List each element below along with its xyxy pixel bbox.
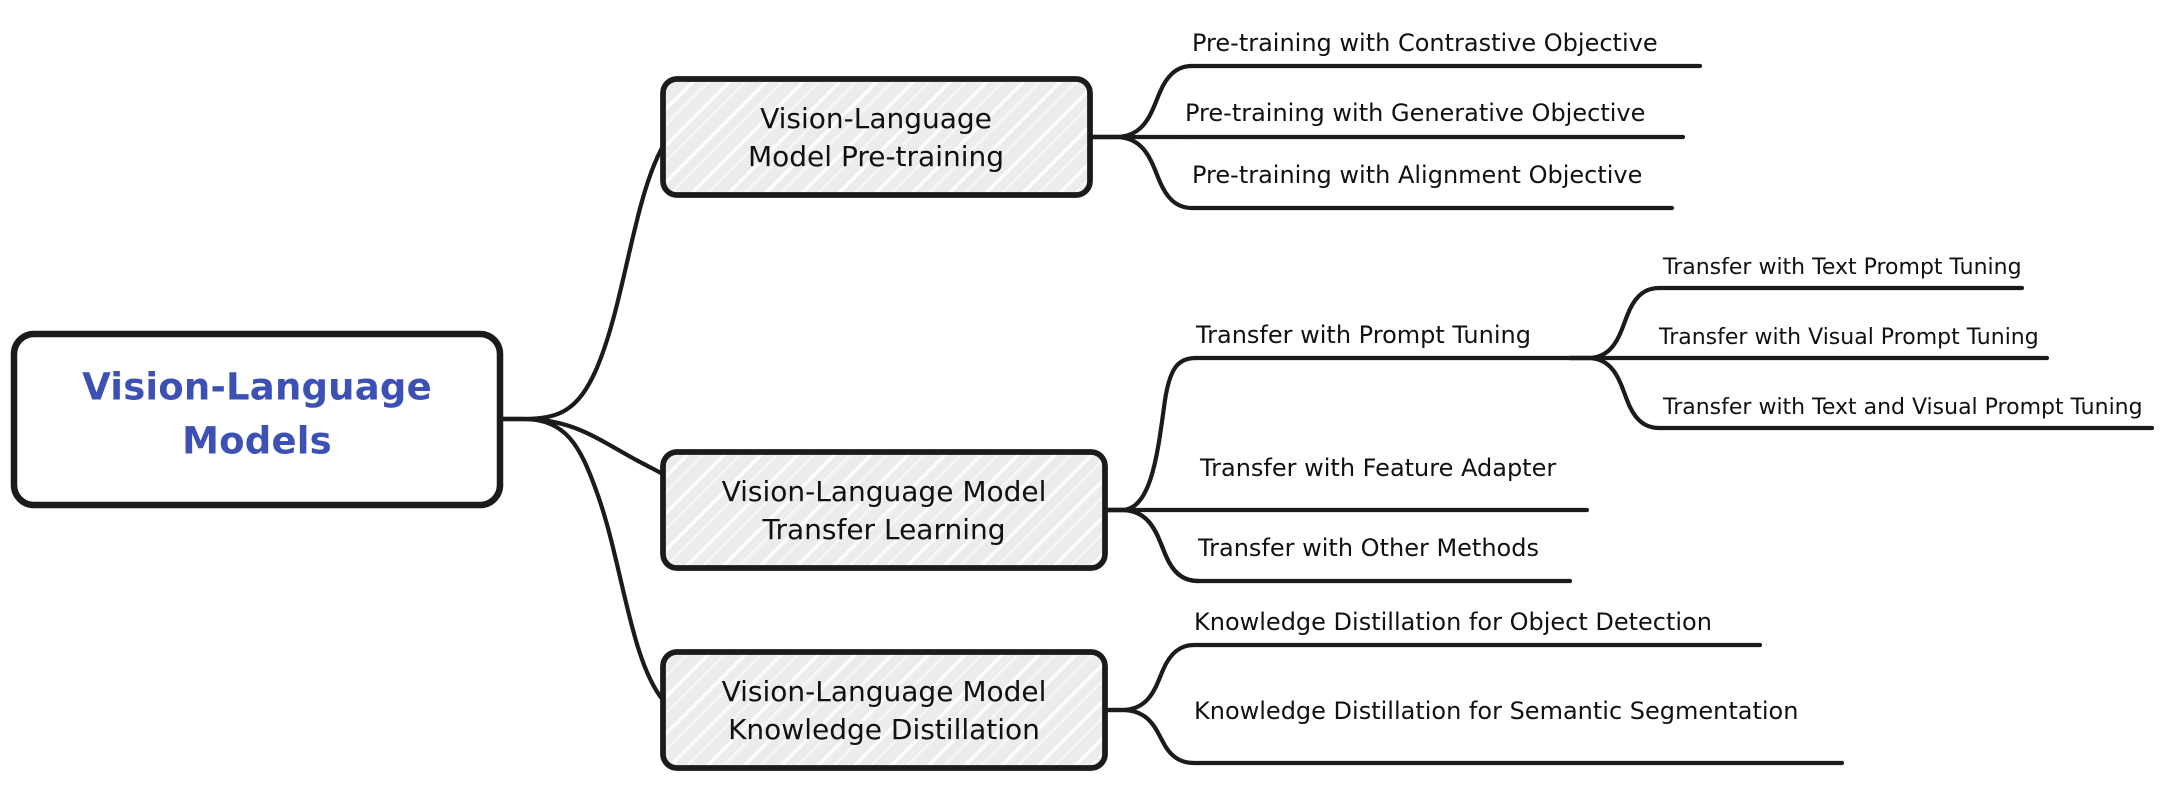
branch-node-knowledge-distillation-hatch	[666, 655, 1102, 765]
leaf-underlines-knowledge-distillation	[1191, 642, 1845, 766]
branch-node-pretraining[interactable]: Vision-Language Model Pre-training	[660, 76, 1093, 198]
edge-kd-to-semantic-segmentation	[1102, 707, 1197, 766]
branch-node-transfer-learning[interactable]: Vision-Language Model Transfer Learning	[660, 449, 1108, 571]
branch-node-transfer-learning-hit[interactable]	[663, 452, 1105, 568]
edge-transfer-to-prompt-tuning	[1102, 355, 1199, 513]
root-node[interactable]: Vision-Language Models	[10, 330, 504, 509]
edge-root-to-pretraining	[497, 143, 666, 422]
leaf-label-semantic-segmentation[interactable]: Knowledge Distillation for Semantic Segm…	[1194, 697, 1798, 725]
edge-root-to-transfer-learning	[497, 416, 679, 489]
branch-node-transfer-learning-label-line2: Transfer Learning	[761, 513, 1005, 546]
leaf-labels-transfer-learning[interactable]: Transfer with Prompt Tuning Transfer wit…	[1195, 321, 1556, 562]
leaf-label-text-prompt-tuning[interactable]: Transfer with Text Prompt Tuning	[1662, 255, 2022, 280]
edges-knowledge-distillation-children	[1102, 642, 1197, 766]
root-node-hit[interactable]	[14, 334, 500, 505]
edge-root-to-knowledge-distillation	[497, 416, 666, 703]
edges-root-to-branches	[497, 143, 679, 703]
branch-node-knowledge-distillation[interactable]: Vision-Language Model Knowledge Distilla…	[660, 649, 1108, 771]
edge-pretraining-to-alignment	[1087, 134, 1195, 211]
root-node-label-line2: Models	[182, 420, 332, 463]
branch-node-pretraining-label-line1: Vision-Language	[760, 102, 992, 135]
leaf-labels-prompt-tuning[interactable]: Transfer with Text Prompt Tuning Transfe…	[1658, 255, 2143, 420]
leaf-label-alignment[interactable]: Pre-training with Alignment Objective	[1192, 161, 1642, 189]
leaf-labels-pretraining[interactable]: Pre-training with Contrastive Objective …	[1185, 29, 1658, 189]
leaf-underlines-transfer-learning	[1193, 355, 1590, 584]
branch-node-knowledge-distillation-label-line1: Vision-Language Model	[722, 675, 1047, 708]
leaf-label-contrastive[interactable]: Pre-training with Contrastive Objective	[1192, 29, 1658, 57]
leaf-underlines-prompt-tuning	[1652, 285, 2155, 431]
edge-prompt-tuning-to-text	[1567, 285, 1662, 361]
leaf-label-object-detection[interactable]: Knowledge Distillation for Object Detect…	[1194, 608, 1712, 636]
leaf-label-other-methods[interactable]: Transfer with Other Methods	[1197, 534, 1539, 562]
leaf-labels-knowledge-distillation[interactable]: Knowledge Distillation for Object Detect…	[1194, 608, 1798, 725]
leaf-label-prompt-tuning[interactable]: Transfer with Prompt Tuning	[1195, 321, 1531, 349]
leaf-label-feature-adapter[interactable]: Transfer with Feature Adapter	[1199, 454, 1556, 482]
branch-node-pretraining-hatch	[666, 82, 1087, 192]
branch-node-transfer-learning-label-line1: Vision-Language Model	[722, 475, 1047, 508]
leaf-label-generative[interactable]: Pre-training with Generative Objective	[1185, 99, 1645, 127]
edges-pretraining-children	[1087, 63, 1195, 211]
edge-kd-to-object-detection	[1102, 642, 1197, 713]
root-node-box	[10, 330, 504, 509]
leaf-label-visual-prompt-tuning[interactable]: Transfer with Visual Prompt Tuning	[1658, 325, 2039, 350]
branch-node-pretraining-hit[interactable]	[663, 79, 1090, 195]
branch-node-knowledge-distillation-label-line2: Knowledge Distillation	[728, 713, 1040, 746]
root-node-label-line1: Vision-Language	[82, 366, 432, 409]
edge-prompt-tuning-to-text-and-visual	[1567, 355, 1662, 431]
edge-transfer-to-other-methods	[1102, 507, 1201, 584]
edge-pretraining-to-contrastive	[1087, 63, 1195, 140]
branch-node-knowledge-distillation-hit[interactable]	[663, 652, 1105, 768]
leaf-label-text-and-visual-prompt-tuning[interactable]: Transfer with Text and Visual Prompt Tun…	[1662, 395, 2143, 420]
branch-node-pretraining-label-line2: Model Pre-training	[748, 140, 1004, 173]
edges-prompt-tuning-children	[1567, 285, 1662, 431]
edges-transfer-learning-children	[1102, 355, 1203, 584]
leaf-underlines-pretraining	[1182, 63, 1703, 211]
branch-node-transfer-learning-hatch	[666, 455, 1102, 565]
edge-transfer-to-other-methods-fix	[1102, 507, 1201, 584]
